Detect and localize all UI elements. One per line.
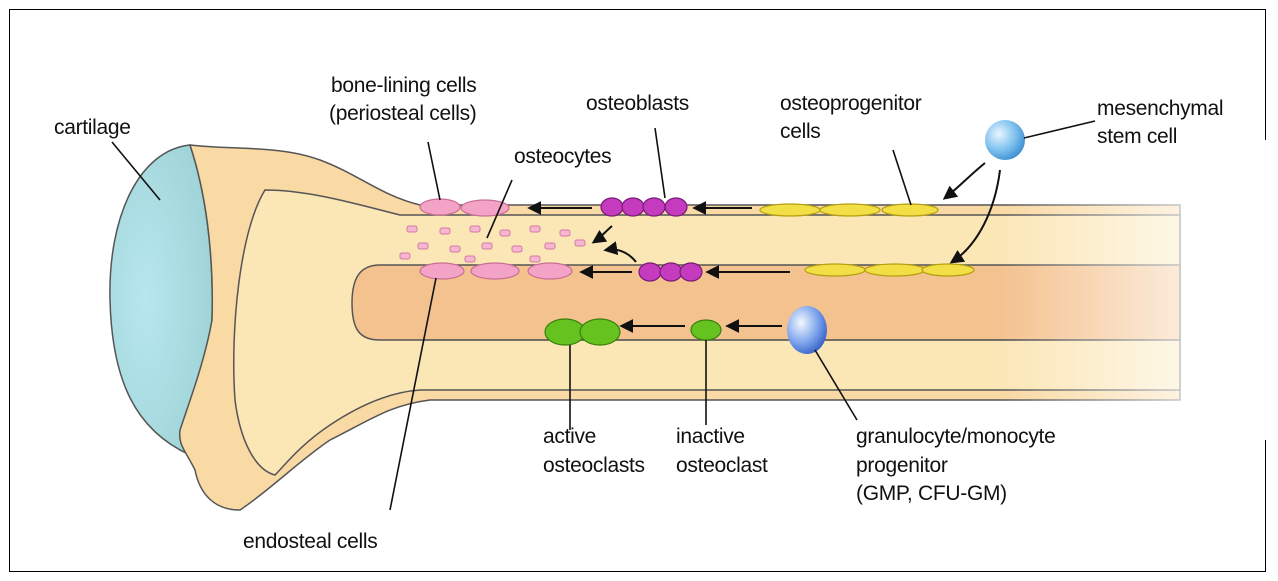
label-inactive-osteoclast: osteoclast	[676, 454, 768, 478]
label-osteoprogenitor-cells: cells	[780, 120, 821, 144]
label-osteocytes: osteocytes	[514, 145, 611, 169]
label-gmp-cfu: (GMP, CFU-GM)	[856, 482, 1007, 506]
right-fade	[1000, 140, 1270, 440]
label-endosteal-cells: endosteal cells	[243, 530, 377, 554]
label-cartilage: cartilage	[54, 116, 131, 140]
label-inactive: inactive	[676, 425, 745, 449]
label-osteoblasts: osteoblasts	[586, 92, 689, 116]
label-gmp: granulocyte/monocyte	[856, 425, 1055, 449]
gmp-cell	[787, 306, 827, 354]
mesenchymal-stem-cell	[985, 120, 1025, 160]
label-mesenchymal: mesenchymal	[1097, 97, 1223, 121]
label-active: active	[543, 425, 596, 449]
label-bone-lining-cells: bone-lining cells	[331, 74, 477, 98]
label-periosteal-cells: (periosteal cells)	[329, 102, 477, 126]
label-osteoprogenitor: osteoprogenitor	[780, 92, 921, 116]
osteoblasts-lower	[639, 263, 702, 281]
label-active-osteoclasts: osteoclasts	[543, 454, 645, 478]
label-progenitor: progenitor	[856, 454, 948, 478]
endosteal-cells	[420, 263, 572, 279]
osteoprogenitor-cells-lower	[805, 264, 974, 276]
inactive-osteoclast	[691, 320, 721, 340]
osteoprogenitor-cells-top	[760, 204, 938, 216]
label-stem-cell: stem cell	[1097, 125, 1177, 149]
